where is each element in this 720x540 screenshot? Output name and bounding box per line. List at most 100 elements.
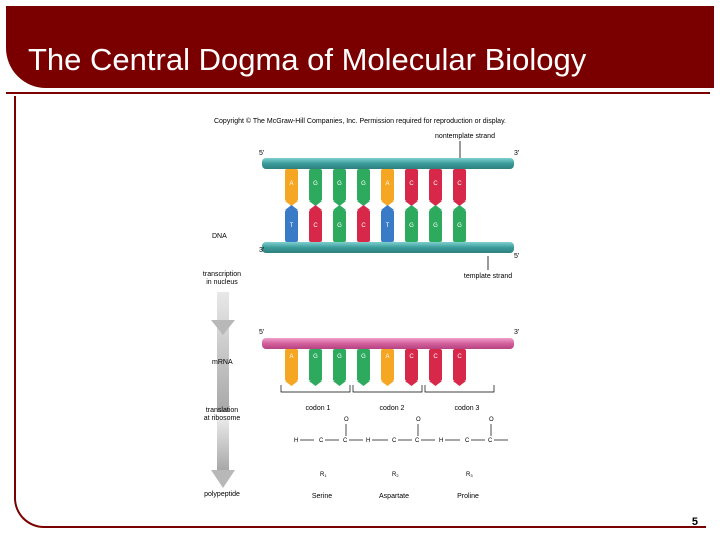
dna-bottom-tip-8: [453, 205, 466, 210]
arrow-head-lower: [211, 470, 235, 488]
atom-c-5: C: [465, 438, 470, 444]
atom-h-2: H: [366, 438, 370, 444]
atom-o-1: O: [344, 417, 349, 423]
mrna-tip-1: [285, 381, 298, 386]
dna-top-bar-4: [357, 169, 370, 201]
peptide-chain: H C C O H C C O H C C O: [294, 417, 508, 444]
side-chains: R1 R2 R3: [320, 472, 473, 478]
dna-bottom-base-5: T: [386, 223, 390, 229]
dna-bottom-bar-3: [333, 210, 346, 242]
dna-top-bar-2: [309, 169, 322, 201]
transcription-label-line1: transcription: [203, 271, 241, 278]
atom-h-3: H: [439, 438, 443, 444]
dna-top-base-2: G: [313, 181, 318, 187]
mrna-bar-3: [333, 349, 346, 381]
dna-top-tip-2: [309, 201, 322, 206]
dna-bottom-tip-7: [429, 205, 442, 210]
mrna-base-3: G: [337, 354, 342, 360]
arrow-shaft-lower: [217, 420, 229, 470]
amino-acid-3: Proline: [457, 493, 479, 500]
dna-top-base-8: C: [457, 181, 462, 187]
mrna-base-4: G: [361, 354, 366, 360]
nontemplate-strand-label: nontemplate strand: [435, 133, 495, 140]
mrna-bar-6: [405, 349, 418, 381]
mrna-tip-2: [309, 381, 322, 386]
dna-top-tip-4: [357, 201, 370, 206]
dna-bottom-tip-3: [333, 205, 346, 210]
dna-top-base-5: A: [385, 181, 389, 187]
mrna-tip-7: [429, 381, 442, 386]
dna-bottom-3prime: 3': [259, 247, 264, 254]
template-strand-label: template strand: [464, 273, 512, 280]
copyright-text: Copyright © The McGraw-Hill Companies, I…: [214, 117, 506, 125]
atom-c-2: C: [343, 438, 348, 444]
dna-bottom-tip-5: [381, 205, 394, 210]
mrna-base-8: C: [457, 354, 462, 360]
dna-bottom-bar-8: [453, 210, 466, 242]
dna-top-5prime: 5': [259, 150, 264, 157]
dna-bottom-tip-6: [405, 205, 418, 210]
atom-c-3: C: [392, 438, 397, 444]
dna-bottom-backbone: [262, 242, 514, 253]
atom-o-3: O: [489, 417, 494, 423]
mrna-base-7: C: [433, 354, 438, 360]
mrna-3prime: 3': [514, 329, 519, 336]
dna-top-base-4: G: [361, 181, 366, 187]
title-band: The Central Dogma of Molecular Biology: [6, 6, 714, 88]
r-group-1: R1: [320, 472, 327, 478]
atom-c-4: C: [415, 438, 420, 444]
dna-top-bar-1: [285, 169, 298, 201]
mrna-tip-3: [333, 381, 346, 386]
mrna-bar-8: [453, 349, 466, 381]
mrna-base-6: C: [409, 354, 414, 360]
dna-top-bar-8: [453, 169, 466, 201]
dna-label: DNA: [212, 233, 227, 240]
dna-top-bar-6: [405, 169, 418, 201]
dna-bottom-base-3: G: [337, 223, 342, 229]
dna-bottom-5prime: 5': [514, 253, 519, 260]
mrna-tip-6: [405, 381, 418, 386]
mrna-bar-4: [357, 349, 370, 381]
slide-title: The Central Dogma of Molecular Biology: [28, 42, 587, 77]
polypeptide-label: polypeptide: [204, 491, 240, 498]
dna-top-backbone: [262, 158, 514, 169]
codon-bracket-1: [280, 385, 351, 393]
dna-bottom-bar-2: [309, 210, 322, 242]
mrna-base-2: G: [313, 354, 318, 360]
dna-top-base-3: G: [337, 181, 342, 187]
dna-top-base-1: A: [289, 181, 293, 187]
mrna-base-5: A: [385, 354, 389, 360]
dna-top-bar-5: [381, 169, 394, 201]
dna-bottom-bar-5: [381, 210, 394, 242]
transcription-label-line2: in nucleus: [206, 279, 238, 286]
arrow-shaft-upper: [217, 292, 229, 412]
dna-top-tip-7: [429, 201, 442, 206]
translation-label-line1: translation: [206, 407, 238, 414]
dna-bottom-base-4: C: [361, 223, 366, 229]
codon-bracket-3: [424, 385, 495, 393]
arrow-head-upper: [211, 320, 235, 335]
amino-acid-2: Aspartate: [379, 493, 409, 500]
mrna-bar-2: [309, 349, 322, 381]
atom-c-6: C: [488, 438, 493, 444]
r-group-2: R2: [392, 472, 399, 478]
content-frame: [14, 96, 706, 528]
dna-bottom-bar-7: [429, 210, 442, 242]
dna-bottom-base-7: G: [433, 223, 438, 229]
dna-bottom-base-8: G: [457, 223, 462, 229]
page-number: 5: [691, 516, 698, 528]
r-group-3: R3: [466, 472, 473, 478]
atom-h-1: H: [294, 438, 298, 444]
mrna-label: mRNA: [212, 359, 233, 366]
atom-c-1: C: [319, 438, 324, 444]
mrna-5prime: 5': [259, 329, 264, 336]
dna-bottom-bar-1: [285, 210, 298, 242]
dna-bottom-base-1: T: [290, 223, 294, 229]
mrna-base-1: A: [289, 354, 293, 360]
dna-top-tip-8: [453, 201, 466, 206]
mrna-bar-5: [381, 349, 394, 381]
amino-acid-1: Serine: [312, 493, 332, 500]
